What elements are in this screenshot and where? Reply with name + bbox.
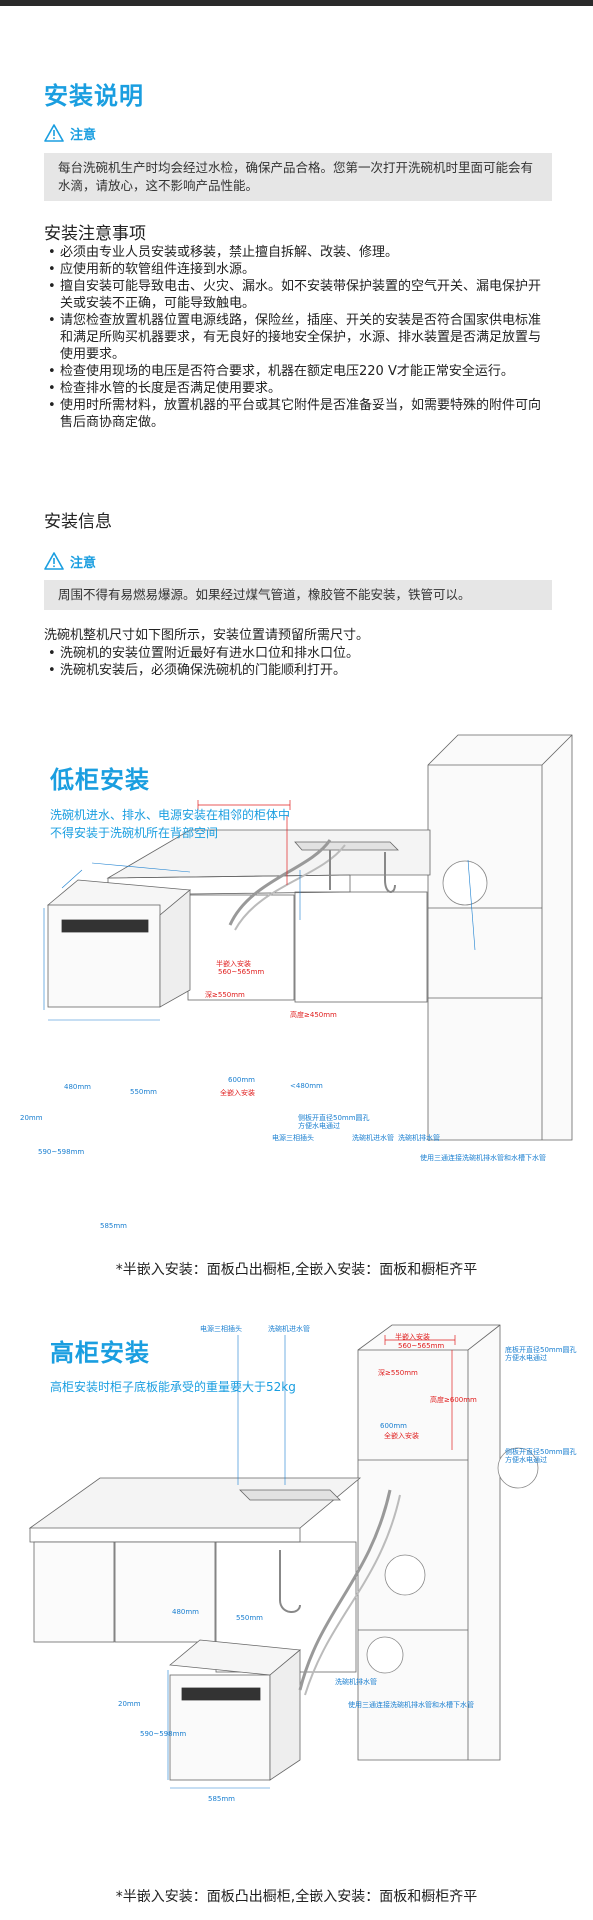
list-item: 应使用新的软管组件连接到水源。	[44, 261, 552, 278]
warning-heading-2: 注意	[44, 551, 96, 571]
label-depth: 深≥550mm	[205, 991, 245, 999]
warning-icon	[44, 124, 64, 142]
tall-cabinet-caption: *半嵌入安装：面板凸出橱柜,全嵌入安装：面板和橱柜齐平	[115, 1889, 478, 1905]
label-w585: 585mm	[100, 1222, 127, 1230]
label-d480: 480mm	[64, 1083, 91, 1091]
label-inlet-hose-2: 洗碗机进水管	[268, 1325, 310, 1333]
list-item: 洗碗机的安装位置附近最好有进水口位和排水口位。	[44, 645, 552, 662]
label-d480-2: 480mm	[172, 1608, 199, 1616]
notice-box: 每台洗碗机生产时均会经过水检，确保产品合格。您第一次打开洗碗机时里面可能会有水滴…	[44, 153, 552, 201]
info-intro: 洗碗机整机尺寸如下图所示，安装位置请预留所需尺寸。	[44, 628, 370, 643]
list-item: 检查排水管的长度是否满足使用要求。	[44, 380, 552, 397]
label-power-plug-2: 电源三相插头	[200, 1325, 242, 1333]
warning-label: 注意	[70, 555, 97, 571]
info-notice-box: 周围不得有易燃易爆源。如果经过煤气管道，橡胶管不能安装，铁管可以。	[44, 580, 552, 610]
low-cabinet-caption: *半嵌入安装：面板凸出橱柜,全嵌入安装：面板和橱柜齐平	[115, 1262, 478, 1278]
warning-icon	[44, 552, 64, 570]
label-gap-600-2: 600mm	[380, 1422, 407, 1430]
label-tee-2: 使用三通连接洗碗机排水管和水槽下水管	[348, 1701, 474, 1709]
precautions-heading: 安装注意事项	[44, 224, 146, 244]
label-h20: 20mm	[20, 1114, 43, 1122]
label-depth-2: 深≥550mm	[378, 1369, 418, 1377]
list-item: 使用时所需材料，放置机器的平台或其它附件是否准备妥当，如需要特殊的附件可向售后商…	[44, 397, 552, 431]
tall-cabinet-title: 高柜安装	[50, 1339, 150, 1367]
info-heading: 安装信息	[44, 512, 112, 532]
label-w550: 550mm	[130, 1088, 157, 1096]
low-cabinet-diagram	[43, 734, 573, 1141]
label-height-2: 高度≥600mm	[430, 1396, 477, 1404]
label-half-embed-2: 半嵌入安装	[395, 1333, 430, 1341]
label-h595: 590~598mm	[38, 1148, 85, 1156]
page-title: 安装说明	[44, 82, 144, 110]
list-item: 请您检查放置机器位置电源线路，保险丝，插座、开关的安装是否符合国家供电标准和满足…	[44, 312, 552, 363]
top-bar	[0, 0, 593, 6]
precautions-list: 必须由专业人员安装或移装，禁止擅自拆解、改装、修理。应使用新的软管组件连接到水源…	[44, 244, 552, 431]
label-drain-hose-2: 洗碗机排水管	[335, 1678, 377, 1686]
list-item: 检查使用现场的电压是否符合要求，机器在额定电压220 V才能正常安全运行。	[44, 363, 552, 380]
label-width-range: 560~565mm	[218, 968, 265, 976]
label-half-embed: 半嵌入安装	[216, 960, 251, 968]
list-item: 洗碗机安装后，必须确保洗碗机的门能顺利打开。	[44, 662, 552, 679]
label-height: 高度≥450mm	[290, 1011, 337, 1019]
low-cabinet-subtitle-line-1: 洗碗机进水、排水、电源安装在相邻的柜体中	[50, 808, 291, 822]
label-side-hole-2: 侧板开直径50mm圆孔 方便水电通过	[505, 1448, 577, 1464]
label-drain-hose: 洗碗机排水管	[398, 1134, 440, 1142]
warning-heading: 注意	[44, 123, 96, 143]
label-gap-600: 600mm	[228, 1076, 255, 1084]
info-list: 洗碗机的安装位置附近最好有进水口位和排水口位。洗碗机安装后，必须确保洗碗机的门能…	[44, 645, 552, 679]
label-gap-480: <480mm	[290, 1082, 323, 1090]
label-bottom-hole: 底板开直径50mm圆孔 方便水电通过	[505, 1346, 577, 1362]
label-w585-2: 585mm	[208, 1795, 235, 1803]
label-inlet-hose: 洗碗机进水管	[352, 1134, 394, 1142]
label-full-embed: 全嵌入安装	[220, 1089, 255, 1097]
tall-cabinet-subtitle: 高柜安装时柜子底板能承受的重量要大于52kg	[50, 1380, 296, 1394]
label-width-range-2: 560~565mm	[398, 1342, 445, 1350]
list-item: 擅自安装可能导致电击、火灾、漏水。如不安装带保护装置的空气开关、漏电保护开关或安…	[44, 278, 552, 312]
label-side-hole: 侧板开直径50mm圆孔 方便水电通过	[298, 1114, 370, 1130]
label-tee: 使用三通连接洗碗机排水管和水槽下水管	[420, 1154, 546, 1162]
list-item: 必须由专业人员安装或移装，禁止擅自拆解、改装、修理。	[44, 244, 552, 261]
label-full-embed-2: 全嵌入安装	[384, 1432, 419, 1440]
label-power-plug: 电源三相插头	[272, 1134, 314, 1142]
label-w550-2: 550mm	[236, 1614, 263, 1622]
low-cabinet-subtitle-line-2: 不得安装于洗碗机所在背部空间	[50, 826, 219, 840]
warning-label: 注意	[70, 127, 97, 143]
low-cabinet-subtitle: 洗碗机进水、排水、电源安装在相邻的柜体中 不得安装于洗碗机所在背部空间	[50, 806, 290, 842]
tall-cabinet-diagram	[28, 1324, 539, 1789]
label-h20-2: 20mm	[118, 1700, 141, 1708]
label-h595-2: 590~598mm	[140, 1730, 187, 1738]
low-cabinet-title: 低柜安装	[50, 766, 150, 794]
